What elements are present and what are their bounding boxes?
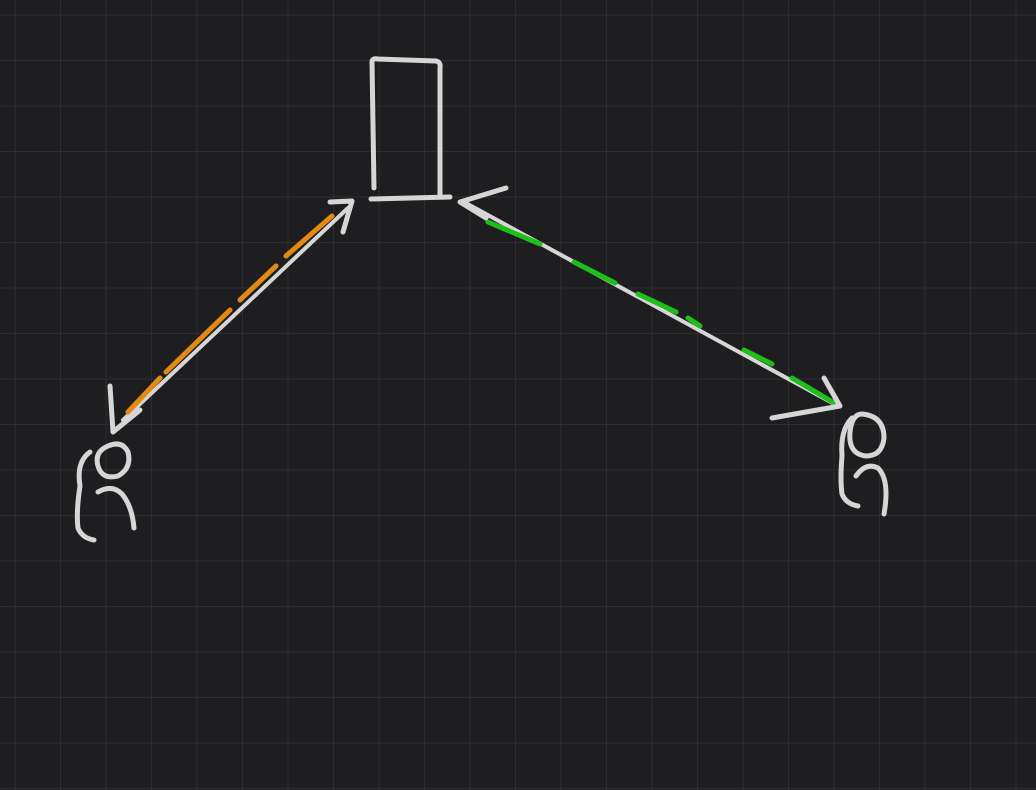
left-connection-arrow bbox=[107, 198, 355, 435]
orange-highlight-stroke bbox=[125, 213, 335, 415]
arrowhead-left-icon bbox=[457, 185, 509, 221]
arrowhead-right-icon bbox=[769, 375, 843, 421]
person-icon bbox=[74, 441, 137, 543]
arrowhead-down-icon bbox=[107, 383, 143, 435]
right-connection-arrow bbox=[457, 185, 843, 421]
server-rectangle-icon bbox=[368, 56, 453, 202]
person-icon bbox=[838, 411, 889, 517]
arrowhead-up-icon bbox=[327, 198, 355, 235]
green-dashed-stroke bbox=[485, 219, 839, 407]
